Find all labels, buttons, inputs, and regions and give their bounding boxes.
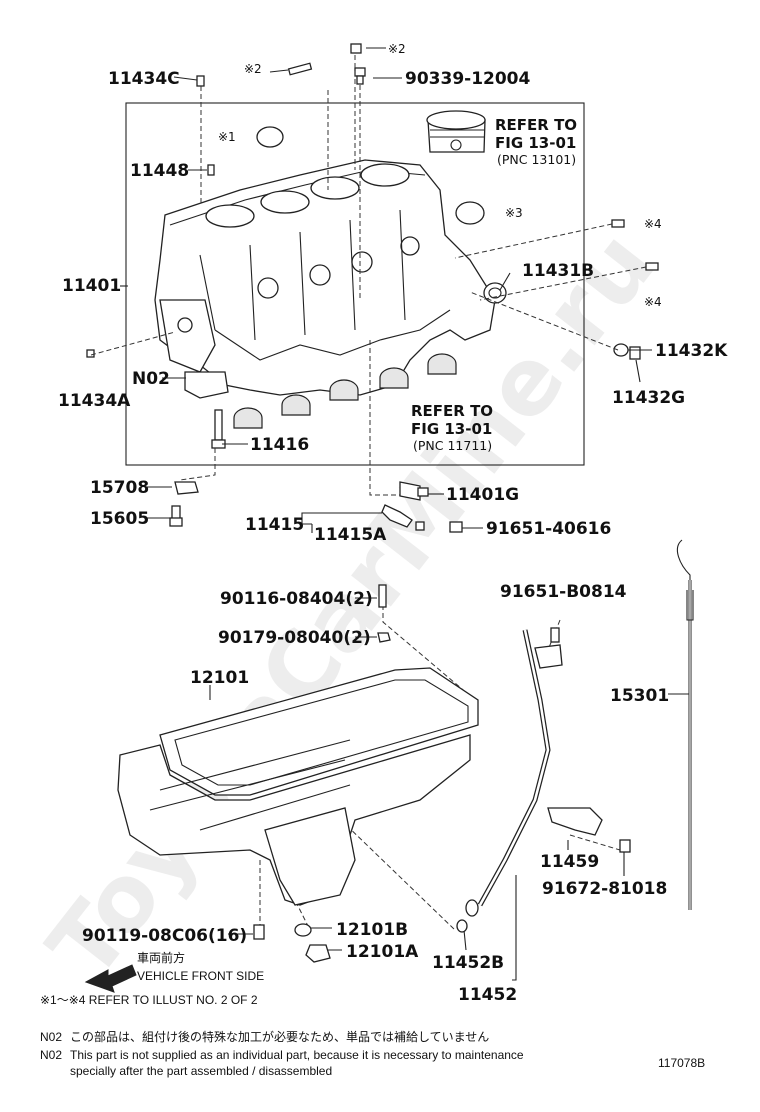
label-11415A: 11415A — [314, 525, 387, 545]
footnote-n02-en-tag: N02 — [40, 1048, 62, 1062]
mark-3: ※3 — [505, 206, 523, 220]
mark-2-bolt: ※2 — [388, 42, 406, 56]
refer-1-line2: FIG 13-01 — [495, 134, 576, 152]
mark-4-lower: ※4 — [644, 295, 662, 309]
vehicle-front-arrow — [84, 964, 137, 993]
label-12101: 12101 — [190, 668, 249, 688]
mark-1: ※1 — [218, 130, 236, 144]
dipstick-drawing — [456, 539, 694, 933]
core-plug-3 — [455, 201, 485, 225]
footnote-n02-jp-tag: N02 — [40, 1030, 62, 1044]
mark-4-upper: ※4 — [644, 217, 662, 231]
label-11434C: 11434C — [108, 69, 180, 89]
refer-1-line1: REFER TO — [495, 116, 577, 134]
oil-pan-drawing — [117, 584, 479, 963]
leader-lines — [120, 47, 690, 981]
label-91672-81018: 91672-81018 — [542, 879, 667, 899]
vehicle-front-en: VEHICLE FRONT SIDE — [137, 969, 264, 983]
refer-2-line3: (PNC 11711) — [413, 438, 492, 453]
vehicle-front-jp: 車両前方 — [137, 950, 185, 965]
footnote-n02-en-line1: This part is not supplied as an individu… — [70, 1048, 524, 1062]
refer-2-line2: FIG 13-01 — [411, 420, 492, 438]
cylinder-block-drawing — [86, 43, 659, 533]
refer-2-line1: REFER TO — [411, 402, 493, 420]
label-91651-40616: 91651-40616 — [486, 519, 611, 539]
label-N02: N02 — [132, 369, 170, 389]
figure-code: 117078B — [658, 1056, 705, 1070]
label-90119-08C06: 90119-08C06(16) — [82, 926, 247, 946]
label-12101B: 12101B — [336, 920, 408, 940]
footnote-n02-en-line2: specially after the part assembled / dis… — [70, 1064, 332, 1078]
label-90179-08040: 90179-08040(2) — [218, 628, 371, 648]
label-12101A: 12101A — [346, 942, 419, 962]
label-11416: 11416 — [250, 435, 309, 455]
mark-2-stud: ※2 — [244, 62, 262, 76]
label-90116-08404: 90116-08404(2) — [220, 589, 373, 609]
refer-1-line3: (PNC 13101) — [497, 152, 576, 167]
label-11415: 11415 — [245, 515, 304, 535]
label-11448: 11448 — [130, 161, 189, 181]
label-15301: 15301 — [610, 686, 669, 706]
label-15605: 15605 — [90, 509, 149, 529]
label-11459: 11459 — [540, 852, 599, 872]
label-15708: 15708 — [90, 478, 149, 498]
label-11434A: 11434A — [58, 391, 131, 411]
footnote-refer-illust: ※1～※4 REFER TO ILLUST NO. 2 OF 2 — [40, 993, 258, 1007]
label-11432K: 11432K — [655, 341, 728, 361]
guide-lines — [90, 55, 647, 931]
label-90339-12004: 90339-12004 — [405, 69, 531, 89]
label-11452: 11452 — [458, 985, 517, 1005]
label-11431B: 11431B — [522, 261, 594, 281]
label-11401G: 11401G — [446, 485, 519, 505]
label-11432G: 11432G — [612, 388, 685, 408]
label-11401: 11401 — [62, 276, 121, 296]
label-91651-B0814: 91651-B0814 — [500, 582, 627, 602]
core-plug-1 — [256, 126, 284, 148]
piston-drawing — [426, 110, 486, 153]
label-11452B: 11452B — [432, 953, 504, 973]
footnote-n02-jp: この部品は、組付け後の特殊な加工が必要なため、単品では補給していません — [70, 1029, 489, 1044]
